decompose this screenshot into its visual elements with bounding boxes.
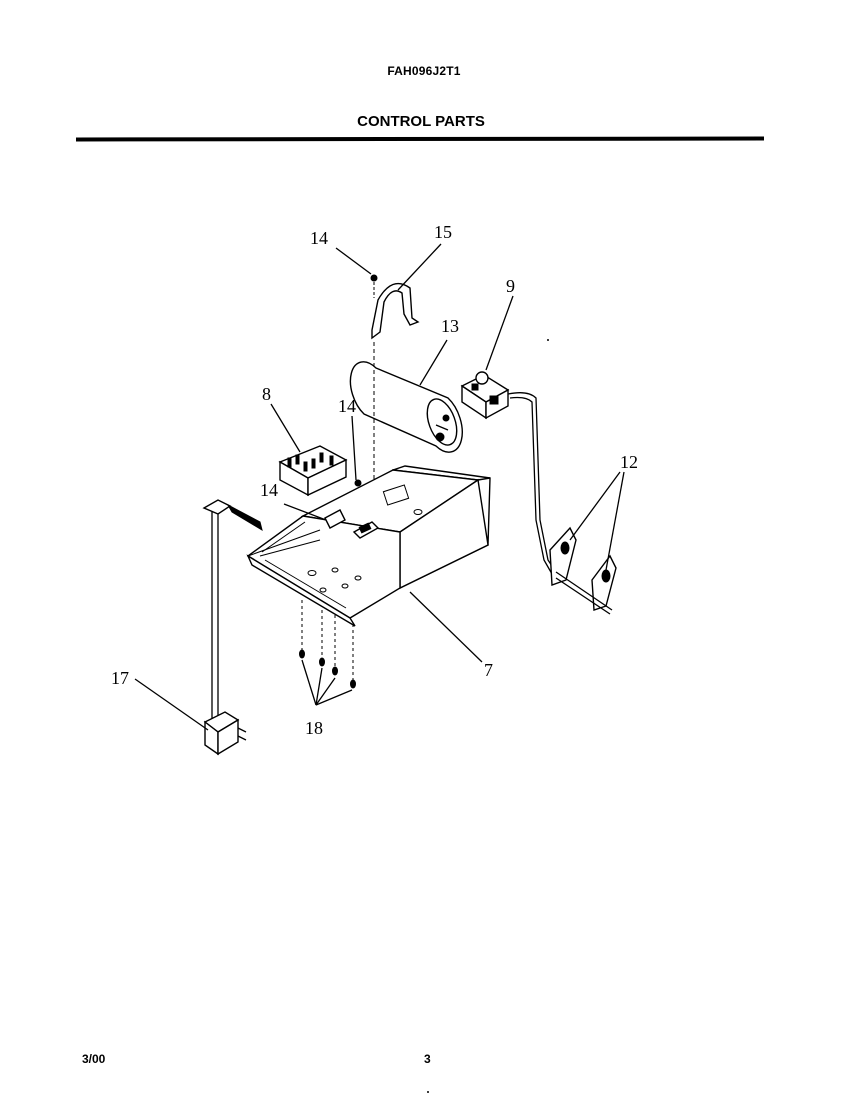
screws-18 [299, 600, 356, 706]
model-number: FAH096J2T1 [387, 64, 461, 78]
callout-9: 9 [506, 276, 515, 296]
thermostat-9 [460, 371, 557, 575]
callout-14-relay-screw: 14 [260, 480, 278, 500]
callout-13: 13 [441, 316, 459, 336]
callout-14-strap-screw: 14 [310, 228, 328, 248]
callout-14-chassis-screw: 14 [338, 396, 356, 416]
control-box-chassis [246, 465, 491, 627]
revision-date: 3/00 [82, 1052, 106, 1066]
leader-lines [134, 243, 625, 731]
callout-17: 17 [111, 668, 129, 688]
callout-7: 7 [484, 660, 493, 680]
capacitor-strap-15 [370, 274, 420, 480]
callout-18: 18 [305, 718, 323, 738]
thermostat-brackets-12 [549, 526, 617, 615]
callout-8: 8 [262, 384, 271, 404]
page-title: CONTROL PARTS [357, 113, 485, 130]
power-cord-17 [202, 499, 263, 756]
relay-8 [278, 445, 348, 497]
capacitor-13 [349, 361, 463, 453]
page-number: 3 [424, 1052, 431, 1066]
callout-15: 15 [434, 222, 452, 242]
callout-12: 12 [620, 452, 638, 472]
